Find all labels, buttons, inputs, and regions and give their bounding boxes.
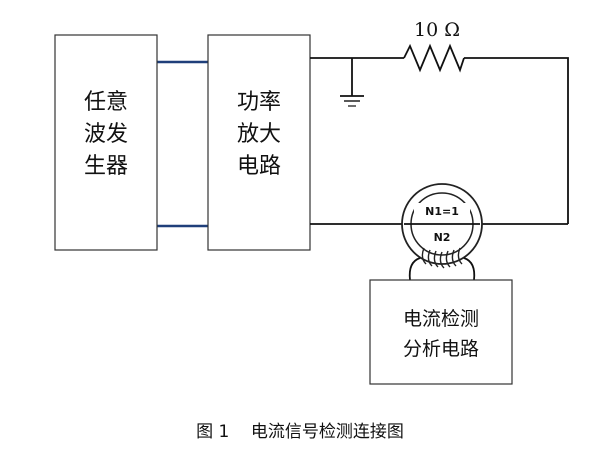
ground-icon — [340, 58, 364, 107]
top-wire-right — [464, 57, 569, 224]
primary-winding-label: N1=1 — [425, 205, 459, 218]
current-transformer: N1=1 N2 — [401, 183, 483, 265]
generator-label-line-1: 任意 — [84, 90, 128, 115]
secondary-winding-label: N2 — [434, 231, 451, 244]
power-amplifier-block: 功率 放大 电路 — [207, 34, 311, 251]
secondary-lead-right — [463, 257, 476, 281]
amplifier-label-line-1: 功率 — [237, 90, 281, 115]
generator-label-line-2: 波发 — [84, 122, 128, 147]
resistor-icon — [403, 43, 465, 73]
current-analysis-block: 电流检测 分析电路 — [369, 279, 513, 385]
amplifier-label-line-2: 放大 — [237, 122, 281, 147]
analyzer-label-line-2: 分析电路 — [403, 338, 479, 360]
amplifier-label-line-3: 电路 — [237, 154, 281, 179]
generator-label-line-3: 生器 — [84, 154, 128, 179]
resistor-label: 10 Ω — [414, 19, 460, 41]
secondary-coil-icon — [421, 247, 463, 269]
analyzer-label-line-1: 电流检测 — [403, 308, 479, 330]
signal-generator-block: 任意 波发 生器 — [54, 34, 158, 251]
figure-caption: 图 1 电流信号检测连接图 — [196, 422, 404, 442]
secondary-lead-left — [408, 257, 421, 281]
